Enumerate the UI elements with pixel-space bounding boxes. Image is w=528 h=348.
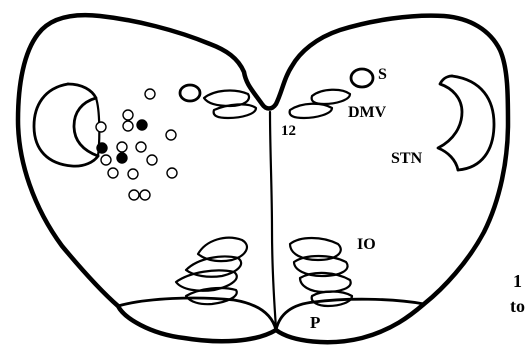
open-neuron-marker xyxy=(136,142,146,152)
edge-text-line-2: to xyxy=(510,296,525,316)
left-trigeminal-outer xyxy=(34,84,98,166)
open-neuron-marker xyxy=(129,190,139,200)
left-solitary-nucleus xyxy=(180,85,200,101)
left-inferior-olive-1 xyxy=(198,238,247,261)
right-trigeminal-outer xyxy=(452,76,494,170)
right-dmv-upper xyxy=(312,90,350,104)
open-neuron-marker xyxy=(123,110,133,120)
open-neuron-marker xyxy=(96,122,106,132)
edge-text-line-1: 1 xyxy=(513,271,522,291)
right-dmv-lower xyxy=(290,104,332,118)
label-s: S xyxy=(378,66,387,83)
neuron-markers xyxy=(96,89,177,200)
open-neuron-marker xyxy=(108,168,118,178)
left-trigeminal-inner xyxy=(68,84,98,156)
label-dmv: DMV xyxy=(348,104,387,121)
filled-neuron-marker xyxy=(117,153,127,163)
open-neuron-marker xyxy=(101,155,111,165)
medulla-outline xyxy=(18,15,508,342)
filled-neuron-marker xyxy=(97,143,107,153)
open-neuron-marker xyxy=(147,155,157,165)
filled-neuron-marker xyxy=(137,120,147,130)
open-neuron-marker xyxy=(128,169,138,179)
right-trigeminal-inner xyxy=(438,76,462,170)
right-pyramid xyxy=(276,299,424,330)
label-p: P xyxy=(310,313,320,332)
right-solitary-nucleus xyxy=(351,69,373,87)
open-neuron-marker xyxy=(117,142,127,152)
open-neuron-marker xyxy=(140,190,150,200)
label-stn: STN xyxy=(391,150,423,167)
open-neuron-marker xyxy=(167,168,177,178)
label-io: IO xyxy=(357,236,376,253)
open-neuron-marker xyxy=(166,130,176,140)
label-12: 12 xyxy=(281,123,296,139)
open-neuron-marker xyxy=(123,121,133,131)
open-neuron-marker xyxy=(145,89,155,99)
midline-raphe xyxy=(270,112,276,328)
